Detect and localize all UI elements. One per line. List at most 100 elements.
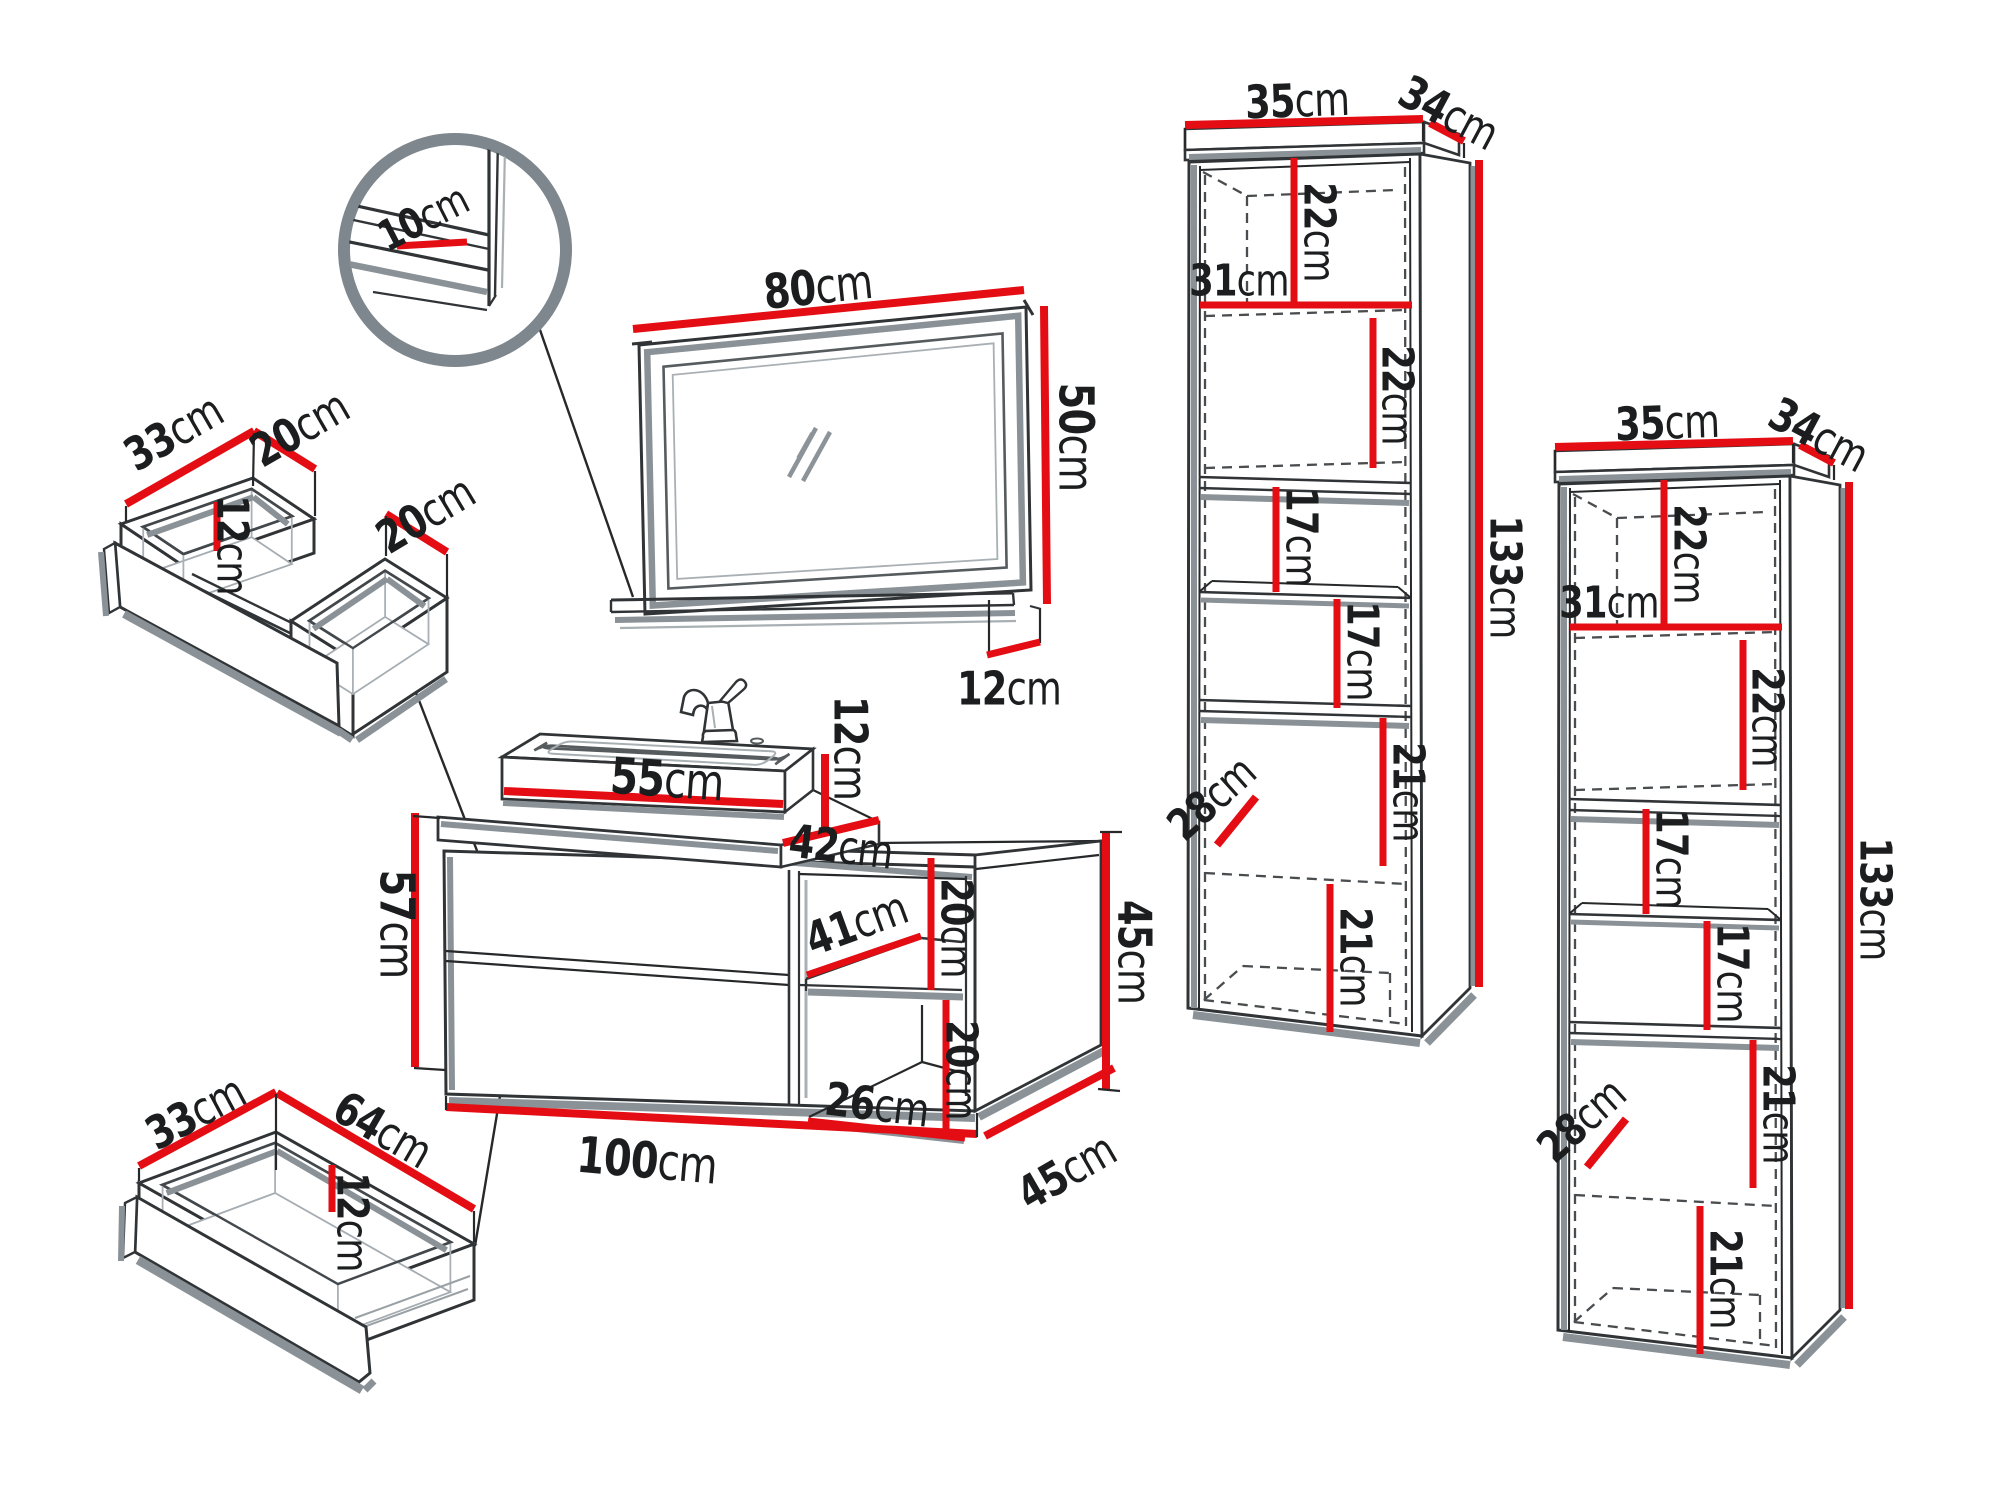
dim-cabinet2-shelf1-value: 17 [1646,809,1697,856]
sink-side-face [783,746,815,815]
dim-niche-width-value: 26 [822,1071,878,1131]
dimension-line-cabinet1-depth [1428,119,1466,145]
dim-mirror-height: 50cm [1047,383,1102,492]
dim-cabinet1-shelf-width-value: 31 [1189,256,1236,307]
mirror-drawing [609,286,1051,659]
dim-mirror-height-value: 50 [1047,383,1102,435]
dim-cabinet1-shelf2-value: 17 [1337,601,1388,648]
mirror-glass-edge [662,331,1008,590]
dimension-line-cabinet1-width [1184,115,1424,129]
svg-text:12cm: 12cm [327,1172,378,1271]
dimension-line-mirror-shelf-depth [986,638,1041,659]
dim-cabinet2-height-unit: cm [1850,909,1901,961]
svg-text:31cm: 31cm [1189,256,1288,307]
faucet [679,678,764,745]
svg-text:12cm: 12cm [957,661,1061,715]
dim-cabinet1-door1-value: 21 [1383,742,1434,789]
dim-cabinet1-upper-door-value: 22 [1372,345,1423,392]
dimension-line-platform-depth [782,816,880,847]
svg-text:17cm: 17cm [1276,487,1327,586]
dim-cabinet2-width-unit: cm [1664,393,1720,449]
mirror-frame-outer [637,305,1033,616]
svg-text:17cm: 17cm [1646,809,1697,908]
detail-circle-ring [338,133,572,367]
dim-vanity-left-height-unit: cm [368,921,423,978]
dim-vanity-right-height: 45cm [1108,900,1162,1004]
dim-top-drawer-inner-height-value: 12 [207,495,258,542]
dimension-line-mirror-height [1040,305,1051,605]
dim-mirror-height-unit: cm [1047,434,1102,491]
dim-niche-width: 26cm [822,1071,932,1137]
dim-bottom-drawer-inner-height-value: 12 [327,1172,378,1219]
dim-mirror-shelf-depth-value: 12 [957,661,1007,715]
vanity-drawer-gap [445,949,790,977]
dim-cabinet1-shelf1-unit: cm [1276,535,1327,587]
svg-text:50cm: 50cm [1047,383,1102,492]
dim-cabinet1-door1-unit: cm [1383,790,1434,842]
mirror-shelf [610,591,1014,602]
dim-cabinet2-height-value: 133 [1850,837,1901,908]
dim-niche-width-unit: cm [871,1077,932,1137]
dim-cabinet1-height-unit: cm [1480,587,1531,639]
svg-text:17cm: 17cm [1707,923,1758,1022]
dim-vanity-right-height-value: 45 [1108,900,1162,950]
dim-cabinet2-door1-value: 21 [1753,1064,1804,1111]
dim-cabinet1-height: 133cm [1480,515,1531,638]
mirror-glass-inner [671,342,999,580]
dim-cabinet1-upper-door: 22cm [1372,345,1423,444]
svg-text:20cm: 20cm [936,1020,987,1119]
cabinet1-side [1418,152,1472,1040]
svg-text:133cm: 133cm [1480,515,1531,638]
dim-upper-shelf-height: 20cm [931,878,982,977]
dim-cabinet1-shelf2-unit: cm [1337,649,1388,701]
dim-cabinet1-recess-height-value: 22 [1294,182,1345,229]
dim-cabinet1-door1: 21cm [1383,742,1434,841]
dimension-line-cabinet2-inner-depth [1583,1116,1630,1170]
dim-sink-width: 55cm [608,746,725,812]
dim-lower-shelf-height-value: 20 [936,1020,987,1067]
dim-cabinet1-shelf2: 17cm [1337,601,1388,700]
svg-text:20cm: 20cm [931,878,982,977]
svg-text:45cm: 45cm [1108,900,1162,1004]
dimension-line-top-drawer-depth [124,427,256,508]
svg-text:35cm: 35cm [1614,393,1720,451]
dimension-line-top-drawer-right-width [383,510,450,556]
svg-text:22cm: 22cm [1294,182,1345,281]
top-drawer-drawing [98,427,493,888]
dim-platform-depth-unit: cm [835,819,896,879]
dim-sink-width-value: 55 [608,746,666,808]
dim-top-drawer-inner-height: 12cm [207,495,258,594]
svg-text:12cm: 12cm [824,696,878,800]
dim-bottom-drawer-inner-height: 12cm [327,1172,378,1271]
dim-mirror-width-unit: cm [813,255,875,316]
dim-cabinet1-width-value: 35 [1244,73,1295,129]
dim-cabinet2-shelf2-unit: cm [1707,971,1758,1023]
dim-cabinet1-shelf-width-unit: cm [1237,256,1289,307]
svg-text:12cm: 12cm [207,495,258,594]
dim-cabinet1-shelf-width: 31cm [1189,256,1289,307]
dim-cabinet1-recess-height-unit: cm [1294,230,1345,282]
sink-basin-rim [533,741,791,766]
dim-vanity-left-height: 57cm [368,870,423,979]
extension-line [251,432,256,487]
dimension-line-bottom-drawer-width [274,1089,477,1213]
svg-text:22cm: 22cm [1742,667,1793,766]
dim-mirror-shelf-depth: 12cm [957,661,1062,715]
svg-text:26cm: 26cm [822,1071,932,1137]
tall-cabinet-1 [1183,115,1483,1047]
dim-top-drawer-inner-height-unit: cm [207,543,258,595]
mirror-hatch [801,430,832,483]
svg-text:21cm: 21cm [1330,907,1381,1006]
dimension-line-bottom-drawer-depth [137,1088,278,1170]
svg-text:57cm: 57cm [368,870,423,979]
sink-overflow-hole [750,737,764,745]
dim-cabinet2-door1-unit: cm [1753,1112,1804,1164]
sink-basin-inner [547,740,777,766]
dimension-line-mirror-width [632,286,1025,333]
svg-text:42cm: 42cm [786,813,896,879]
dim-vanity-left-height-value: 57 [368,870,423,922]
svg-text:133cm: 133cm [1850,837,1901,960]
dim-vanity-right-height-unit: cm [1108,950,1162,1004]
dim-cabinet2-width-value: 35 [1614,395,1665,451]
